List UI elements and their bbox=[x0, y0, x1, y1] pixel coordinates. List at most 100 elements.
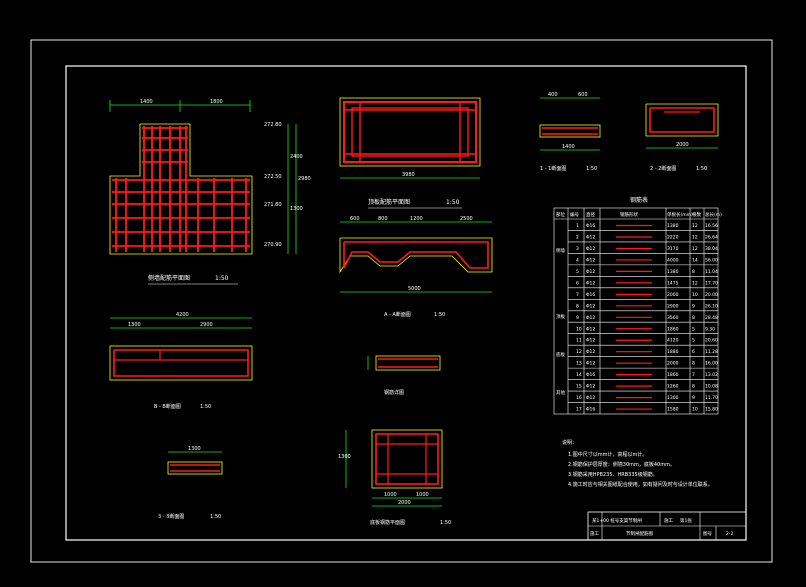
table-cell: 1860 bbox=[667, 372, 679, 378]
section-2-2-label: 2 - 2断面图 bbox=[650, 165, 676, 172]
table-cell: 5 bbox=[576, 269, 579, 275]
table-cell: 12 bbox=[692, 223, 698, 229]
table-cell: 3560 bbox=[667, 315, 679, 321]
table-cell: 16 bbox=[576, 395, 582, 401]
table-cell: Φ12 bbox=[586, 269, 595, 275]
th-no: 编号 bbox=[570, 211, 579, 218]
table-cell: Φ12 bbox=[586, 361, 595, 367]
note-1: 1.图中尺寸以mm计，高程以m计。 bbox=[568, 451, 647, 458]
table-cell: Φ16 bbox=[586, 372, 595, 378]
table-cell: 5 bbox=[692, 326, 695, 332]
table-cell: 4120 bbox=[667, 338, 679, 344]
section-a-a: 600 800 1200 2500 5000 A - A断面图 1:50 bbox=[339, 216, 493, 318]
table-cell: 7 bbox=[576, 292, 579, 298]
table-cell: 10.08 bbox=[705, 384, 718, 390]
plan-view: 1400 1800 bbox=[109, 99, 311, 285]
table-cell: 26.10 bbox=[705, 303, 718, 309]
table-cell: Φ12 bbox=[586, 257, 595, 263]
tb-sheet-label: 图号 bbox=[703, 531, 712, 537]
table-cell: 1380 bbox=[667, 269, 679, 275]
dim-slab-bot-1: 1000 bbox=[384, 492, 397, 498]
table-cell: 8 bbox=[692, 361, 695, 367]
dim-slab-total: 2000 bbox=[398, 500, 411, 506]
table-cell: 4000 bbox=[667, 257, 679, 263]
section-1-1: 400 600 1400 1 - 1断面图 1:50 bbox=[539, 92, 601, 172]
table-cell: Φ12 bbox=[586, 338, 595, 344]
dim-plan-right-1: 2400 bbox=[290, 154, 303, 160]
section-a-a-label: A - A断面图 bbox=[384, 311, 411, 318]
dim-c33: 1300 bbox=[188, 446, 201, 452]
table-cell: 8 bbox=[692, 384, 695, 390]
section-3-3-label: 3 - 3断面图 bbox=[158, 513, 184, 520]
elev-3: 271.80 bbox=[264, 202, 282, 208]
table-cell: 38.04 bbox=[705, 246, 718, 252]
table-cell: 56.00 bbox=[705, 257, 718, 263]
table-cell: 2220 bbox=[667, 235, 679, 241]
plan-view-scale: 1:50 bbox=[215, 275, 229, 282]
th-total: 总长(m) bbox=[705, 211, 722, 218]
dim-aa-2: 800 bbox=[378, 216, 388, 222]
dim-top-total: 3980 bbox=[402, 172, 415, 178]
table-cell: 11 bbox=[576, 338, 582, 344]
note-3: 3.钢筋采用HPB235、HRB335级钢筋。 bbox=[568, 471, 658, 478]
plan-view-label: 侧墙配筋平面图 bbox=[148, 274, 190, 282]
dim-aa-1: 600 bbox=[350, 216, 360, 222]
table-cell: 3 bbox=[576, 246, 579, 252]
table-cell: Φ12 bbox=[586, 235, 595, 241]
dim-bb-2: 2900 bbox=[200, 322, 213, 328]
group-top: 顶板 bbox=[556, 313, 565, 320]
table-cell: Φ12 bbox=[586, 349, 595, 355]
slab-plan-label: 底板钢筋平面图 bbox=[370, 519, 405, 526]
elev-1: 272.80 bbox=[264, 122, 282, 128]
table-cell: 2000 bbox=[667, 361, 679, 367]
table-cell: 4 bbox=[576, 257, 579, 263]
table-cell: Φ12 bbox=[586, 280, 595, 286]
table-cell: 10 bbox=[692, 407, 698, 413]
tb-row1-col3: 施工 bbox=[664, 517, 673, 524]
dim-plan-top-2: 1800 bbox=[210, 99, 223, 105]
dim-plan-right-3: 1300 bbox=[290, 206, 303, 212]
table-cell: 14 bbox=[692, 257, 698, 263]
table-cell: 9 bbox=[576, 315, 579, 321]
table-cell: Φ12 bbox=[586, 395, 595, 401]
table-cell: 2900 bbox=[667, 303, 679, 309]
table-cell: 2 bbox=[576, 235, 579, 241]
section-a-a-scale: 1:50 bbox=[434, 312, 445, 318]
table-cell: 12 bbox=[692, 246, 698, 252]
note-4: 4.施工时应与相关图纸配合使用，如有疑问及时与设计单位联系。 bbox=[568, 481, 713, 488]
table-cell: 6 bbox=[576, 280, 579, 286]
tb-row1-col4: 第1张 bbox=[680, 517, 692, 524]
table-cell: Φ12 bbox=[586, 246, 595, 252]
table-cell: Φ12 bbox=[586, 384, 595, 390]
table-cell: 17.70 bbox=[705, 280, 718, 286]
table-cell: 11.04 bbox=[705, 269, 718, 275]
outer-frame bbox=[30, 39, 773, 563]
table-cell: 5 bbox=[692, 338, 695, 344]
elev-4: 270.90 bbox=[264, 242, 282, 248]
table-cell: 1260 bbox=[667, 384, 679, 390]
table-cell: Φ12 bbox=[586, 326, 595, 332]
table-cell: Φ16 bbox=[586, 223, 595, 229]
dim-slab-bot-2: 1000 bbox=[416, 492, 429, 498]
title-block: 某1+00 桩号支渠节制闸 施工 第1张 施工 节制闸配筋图 图号 2-2 bbox=[587, 511, 747, 541]
table-cell: 15.80 bbox=[705, 407, 718, 413]
group-wall: 侧墙 bbox=[556, 247, 565, 254]
dim-plan-top-1: 1400 bbox=[140, 99, 153, 105]
table-cell: 3170 bbox=[667, 246, 679, 252]
section-b-b-label: B - B断面图 bbox=[154, 403, 181, 410]
table-cell: Φ12 bbox=[586, 303, 595, 309]
table-cell: 26.64 bbox=[705, 235, 718, 241]
th-count: 根数 bbox=[692, 211, 701, 218]
dim-c11-bot: 1400 bbox=[562, 144, 575, 150]
group-bottom: 底板 bbox=[556, 351, 565, 358]
table-title: 钢筋表 bbox=[630, 196, 648, 204]
dim-slab-left: 1300 bbox=[338, 454, 351, 460]
tb-project: 某1+00 桩号支渠节制闸 bbox=[592, 517, 642, 524]
table-cell: 14 bbox=[576, 372, 582, 378]
section-2-2: 2000 2 - 2断面图 1:50 bbox=[645, 103, 719, 172]
th-len: 单根长(mm) bbox=[667, 211, 693, 218]
dim-c11-top-1: 400 bbox=[548, 92, 558, 98]
section-1-1-scale: 1:50 bbox=[586, 166, 597, 172]
table-cell: 2000 bbox=[667, 292, 679, 298]
